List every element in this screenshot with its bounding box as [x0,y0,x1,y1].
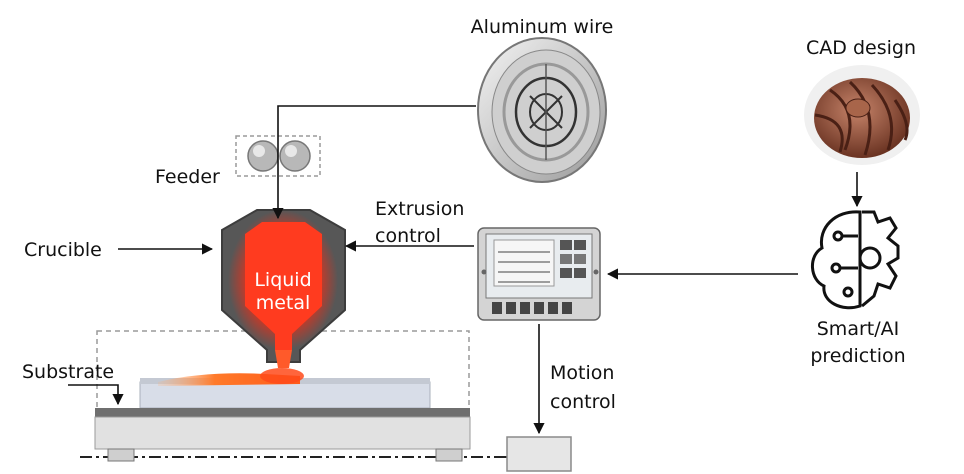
cad-design-label: CAD design [806,37,916,59]
smart-ai-label-line2: prediction [810,345,906,367]
build-platform-base [94,416,471,450]
impeller-icon [804,65,920,165]
crucible-label: Crucible [24,239,102,261]
crucible-icon [221,209,346,368]
brain-gear-icon [811,210,900,310]
motion-stage-icon [506,436,572,472]
substrate-plate [139,381,431,409]
substrate-pointer-arrow [68,384,124,406]
aluminum-wire-label: Aluminum wire [470,16,614,38]
wire-feed-path [272,105,476,220]
print-area-dashed-box [96,330,470,412]
motion-control-label-line2: control [550,391,616,413]
build-platform-top [95,408,470,417]
wire-spool-icon [477,37,607,183]
motion-control-label-line1: Motion [550,362,615,384]
feeder-rollers-icon [247,140,311,172]
smart-ai-label-line1: Smart/AI [816,318,900,340]
liquid-metal-label-line1: Liquid [254,269,312,291]
liquid-metal-label-line2: metal [255,292,311,314]
extrusion-label-line1: Extrusion [375,198,465,220]
extrusion-label-line2: control [375,225,441,247]
touchscreen-controller-icon [477,227,601,321]
substrate-label: Substrate [22,361,115,383]
feeder-label: Feeder [155,166,220,188]
